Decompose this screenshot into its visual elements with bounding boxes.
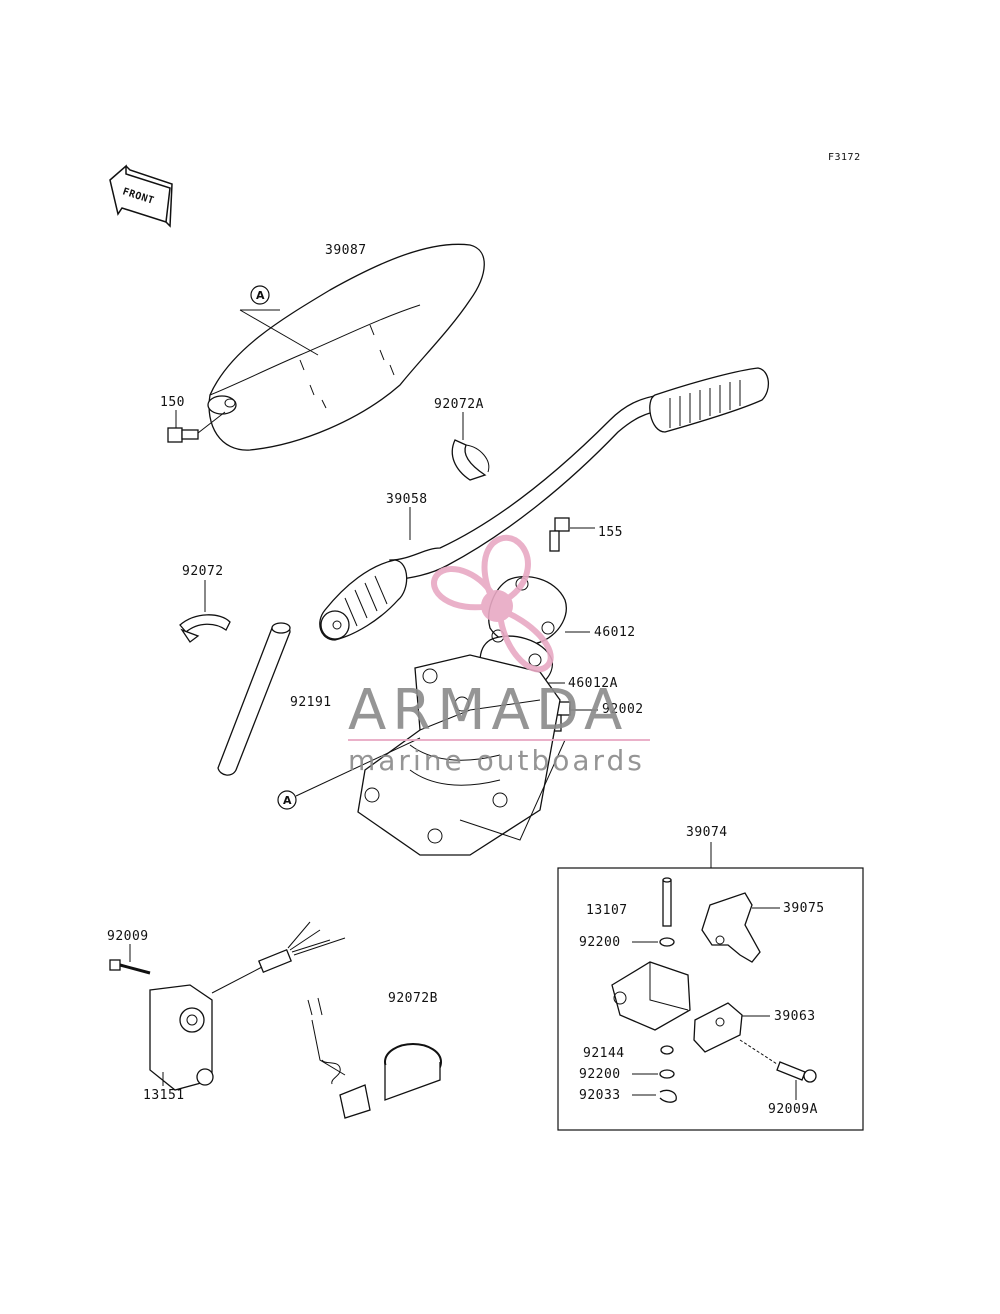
handlebar: [319, 367, 769, 641]
label-150: 150: [160, 395, 185, 410]
handlebar-pad: [207, 243, 485, 451]
label-39074: 39074: [686, 825, 728, 840]
callout-letter: A: [283, 794, 292, 807]
watermark-title: ARMADA: [348, 678, 628, 743]
clamp-92072A: [451, 439, 490, 481]
watermark-subtitle: marine outboards: [348, 744, 645, 777]
clamp-92072: [179, 614, 231, 643]
label-92200-lower: 92200: [579, 1067, 621, 1082]
label-13107: 13107: [586, 903, 628, 918]
bolt-155: [549, 517, 595, 552]
screw-92009: [109, 959, 151, 975]
throttle-housing: [611, 961, 691, 1031]
label-46012: 46012: [594, 625, 636, 640]
label-92072A: 92072A: [434, 397, 484, 412]
callout-a-top: A: [239, 285, 319, 356]
label-13151: 13151: [143, 1088, 185, 1103]
washer-92200-upper: [659, 937, 675, 947]
label-92200-upper: 92200: [579, 935, 621, 950]
label-39063: 39063: [774, 1009, 816, 1024]
label-92072B: 92072B: [388, 991, 438, 1006]
cover-39063: [693, 1002, 743, 1053]
ring-92144: [660, 1045, 674, 1055]
lever-39075: [701, 892, 761, 963]
bolt-150: [167, 411, 226, 443]
label-92144: 92144: [583, 1046, 625, 1061]
clip-92033: [659, 1089, 677, 1103]
label-92191: 92191: [290, 695, 332, 710]
screw-92009A: [739, 1039, 817, 1083]
clamp-92072B: [307, 997, 442, 1119]
label-92009A: 92009A: [768, 1102, 818, 1117]
switch-13151: [149, 921, 346, 1091]
label-155: 155: [598, 525, 623, 540]
label-39058: 39058: [386, 492, 428, 507]
label-92033: 92033: [579, 1088, 621, 1103]
label-46012A: 46012A: [568, 676, 618, 691]
tube-92191: [217, 622, 291, 776]
callout-a-bottom: A: [277, 737, 421, 810]
label-92009: 92009: [107, 929, 149, 944]
label-39075: 39075: [783, 901, 825, 916]
washer-92200-lower: [659, 1069, 675, 1079]
pin-13107: [662, 877, 672, 927]
front-arrow-icon: FRONT: [109, 164, 173, 228]
label-92072: 92072: [182, 564, 224, 579]
figure-code: F3172: [828, 152, 861, 163]
watermark: ARMADA marine outboards: [348, 534, 650, 777]
callout-letter: A: [256, 289, 265, 302]
label-39087: 39087: [325, 243, 367, 258]
propeller-icon: [431, 534, 554, 673]
label-92002: 92002: [602, 702, 644, 717]
steering-bracket: [357, 654, 561, 856]
